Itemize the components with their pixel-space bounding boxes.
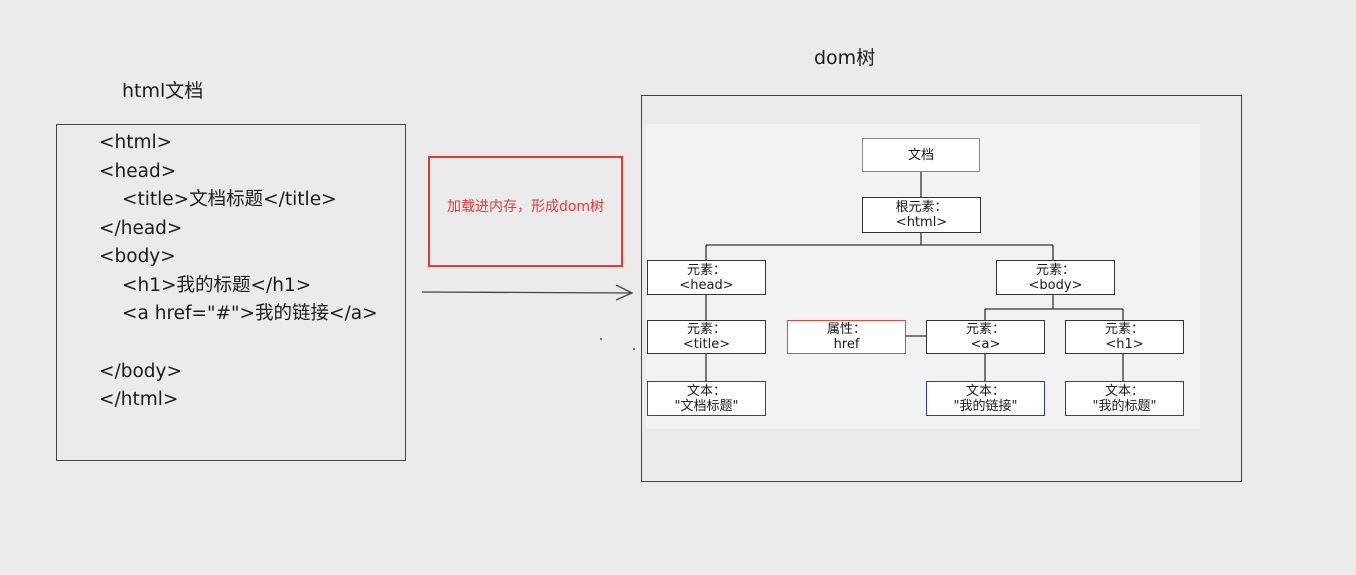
annotation-text: 加载进内存，形成dom树 bbox=[446, 199, 605, 215]
node-root-label: 根元素： bbox=[895, 200, 948, 215]
code-line-html-open: <html> bbox=[99, 132, 173, 153]
node-text-h1-value: "我的标题" bbox=[1092, 398, 1157, 414]
annotation-box: 加载进内存，形成dom树 bbox=[428, 156, 623, 267]
html-code-box: <html> <head> <title>文档标题</title> </head… bbox=[56, 124, 406, 461]
dom-tree-frame: 文档 根元素： <html> 元素： <head> 元素： <body> 元素：… bbox=[641, 95, 1242, 482]
node-anchor: 元素： <a> bbox=[926, 320, 1045, 354]
node-body-tag: <body> bbox=[1028, 277, 1083, 293]
code-line-body-close: </body> bbox=[99, 361, 182, 382]
node-text-h1-label: 文本： bbox=[1104, 383, 1144, 399]
node-body: 元素： <body> bbox=[996, 260, 1115, 295]
node-document-label: 文档 bbox=[907, 147, 934, 163]
node-document: 文档 bbox=[862, 138, 980, 172]
node-title: 元素： <title> bbox=[647, 320, 766, 354]
node-title-label: 元素： bbox=[686, 322, 726, 337]
node-text-link-value: "我的链接" bbox=[953, 398, 1018, 414]
node-text-link-label: 文本： bbox=[965, 383, 1005, 399]
code-line-body-open: <body> bbox=[99, 246, 176, 267]
node-h1: 元素： <h1> bbox=[1065, 320, 1184, 354]
node-head-label: 元素： bbox=[686, 262, 726, 278]
node-head: 元素： <head> bbox=[647, 260, 766, 295]
code-line-head-open: <head> bbox=[99, 161, 177, 182]
code-line-title: <title>文档标题</title> bbox=[122, 189, 337, 210]
node-text-title-value: "文档标题" bbox=[674, 398, 739, 414]
node-text-link: 文本： "我的链接" bbox=[926, 381, 1045, 416]
code-line-html-close: </html> bbox=[99, 389, 179, 410]
node-head-tag: <head> bbox=[679, 277, 734, 293]
node-root-tag: <html> bbox=[895, 215, 948, 230]
node-h1-tag: <h1> bbox=[1105, 337, 1144, 352]
node-text-title: 文本： "文档标题" bbox=[647, 381, 766, 416]
node-attribute-value: href bbox=[833, 337, 860, 352]
stray-dot bbox=[600, 338, 602, 340]
node-body-label: 元素： bbox=[1035, 262, 1075, 278]
node-anchor-label: 元素： bbox=[965, 322, 1005, 337]
node-text-title-label: 文本： bbox=[686, 383, 726, 399]
node-attribute-href: 属性： href bbox=[787, 320, 906, 354]
stray-dot bbox=[633, 348, 635, 350]
node-title-tag: <title> bbox=[682, 337, 731, 352]
code-line-anchor: <a href="#">我的链接</a> bbox=[122, 303, 378, 324]
arrow-to-tree bbox=[421, 284, 634, 301]
html-document-title: html文档 bbox=[122, 80, 204, 102]
code-line-h1: <h1>我的标题</h1> bbox=[122, 275, 312, 296]
node-h1-label: 元素： bbox=[1104, 322, 1144, 337]
node-text-h1: 文本： "我的标题" bbox=[1065, 381, 1184, 416]
dom-tree-title: dom树 bbox=[814, 47, 876, 69]
node-anchor-tag: <a> bbox=[970, 337, 1001, 352]
code-line-head-close: </head> bbox=[99, 218, 183, 239]
node-root-html: 根元素： <html> bbox=[862, 197, 981, 233]
node-attribute-label: 属性： bbox=[826, 322, 866, 337]
